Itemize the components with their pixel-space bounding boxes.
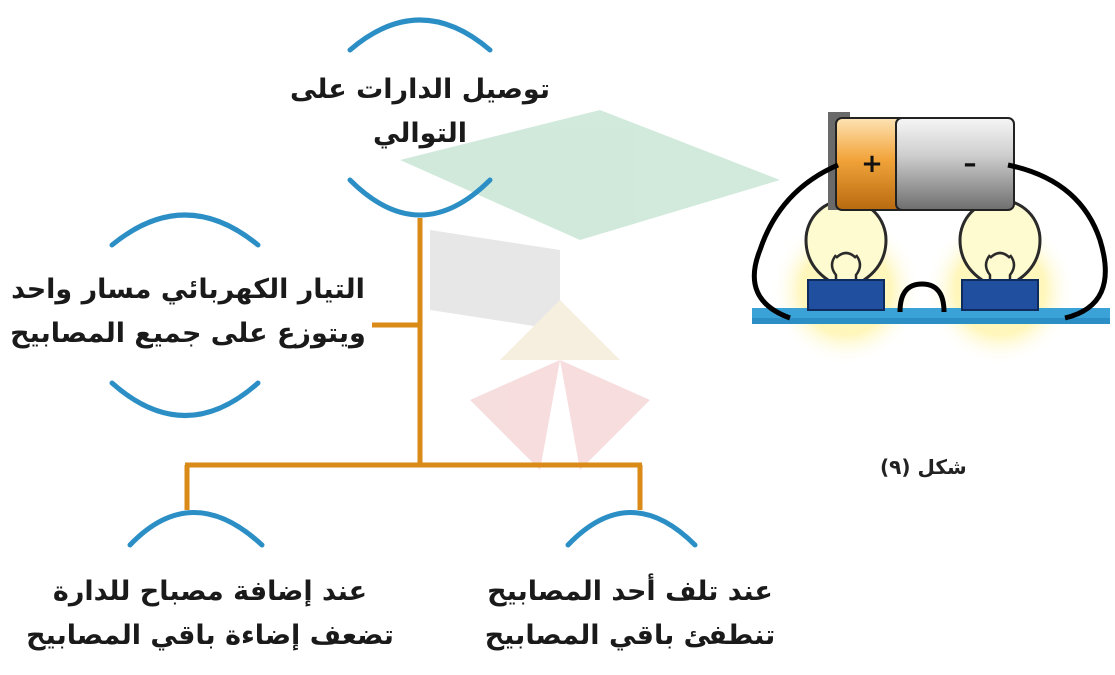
circuit-figure: + – — [751, 112, 1110, 365]
root-node: توصيل الدارات على التوالي — [290, 68, 550, 156]
root-top-arc — [347, 17, 493, 53]
battery-minus-label: – — [964, 149, 977, 179]
watermark — [400, 110, 780, 470]
lamp-left — [804, 198, 888, 311]
wire-left — [751, 162, 839, 321]
add-lamp-effect: عند إضافة مصباح للدارة تضعف إضاءة باقي ا… — [20, 570, 400, 658]
add-lamp-line1: عند إضافة مصباح للدارة — [52, 576, 368, 607]
tree-connector — [184, 218, 643, 510]
battery: + – — [828, 112, 1015, 211]
lamp-right-base — [961, 279, 1039, 311]
lamp-fails-effect: عند تلف أحد المصابيح تنطفئ باقي المصابيح — [480, 570, 780, 658]
current-note-line1: التيار الكهربائي مسار واحد — [11, 274, 365, 305]
lamp-fails-line1: عند تلف أحد المصابيح — [487, 576, 773, 607]
battery-plus-label: + — [861, 149, 883, 179]
lamp-link-wire — [897, 281, 947, 313]
lamp-fails-line2: تنطفئ باقي المصابيح — [484, 620, 776, 651]
lamp-right — [958, 198, 1042, 311]
current-top-arc — [109, 212, 261, 248]
add-lamp-top-arc — [127, 510, 265, 548]
figure-caption: شكل (٩) — [880, 455, 967, 479]
current-note: التيار الكهربائي مسار واحد ويتوزع على جم… — [8, 268, 368, 356]
root-node-line2: التوالي — [372, 118, 468, 149]
wire-right — [1007, 162, 1108, 321]
lamp-fails-top-arc — [565, 510, 698, 548]
add-lamp-line2: تضعف إضاءة باقي المصابيح — [26, 620, 394, 651]
root-bottom-arc — [347, 177, 493, 218]
current-note-line2: ويتوزع على جميع المصابيح — [10, 318, 366, 349]
root-node-line1: توصيل الدارات على — [289, 74, 550, 105]
current-bottom-arc — [109, 380, 261, 418]
bracket-arcs — [109, 17, 698, 548]
lamp-left-base — [807, 279, 885, 311]
